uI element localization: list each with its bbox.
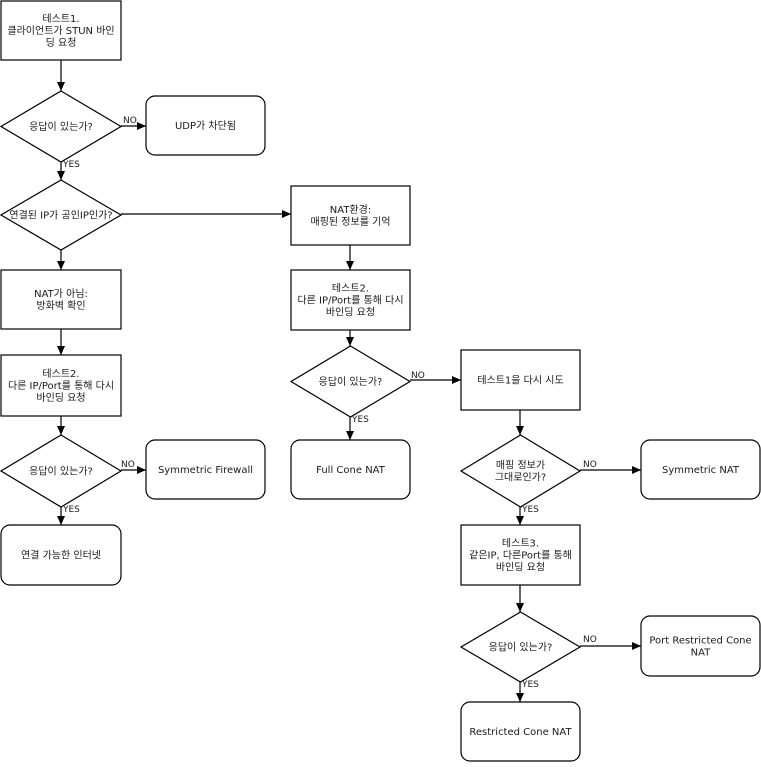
terminal-box — [640, 615, 761, 677]
node-text-line: 응답이 있는가? — [319, 376, 383, 388]
node-text-line: 테스트2. — [332, 283, 369, 295]
node-text-line: Port Restricted Cone — [649, 636, 751, 647]
node-publicip: 연결된 IP가 공인IP인가? — [0, 179, 123, 251]
node-text-line: 매핑 정보가 — [496, 460, 545, 472]
node-fullcone: Full Cone NAT — [290, 439, 411, 500]
node-udpblocked: UDP가 차단됨 — [145, 95, 266, 156]
node-natmapping: NAT환경:매핑된 정보를 기억 — [290, 185, 411, 246]
node-symfw: Symmetric Firewall — [145, 439, 266, 500]
node-resp1: 응답이 있는가? — [0, 90, 123, 163]
node-text-line: NAT환경: — [330, 203, 371, 216]
edge-label-yes: YES — [521, 680, 539, 690]
node-test1: 테스트1.클라이언트가 STUN 바인딩 요청 — [0, 0, 122, 61]
node-text-line: 방화벽 확인 — [36, 300, 85, 312]
decision-diamond — [0, 90, 123, 163]
node-notnat: NAT가 아님:방화벽 확인 — [0, 269, 122, 330]
terminal-box — [145, 95, 266, 156]
terminal-box — [460, 701, 581, 762]
node-text-line: UDP가 차단됨 — [175, 120, 236, 132]
process-box — [0, 269, 122, 330]
node-text-line: 매핑된 정보를 기억 — [311, 216, 391, 228]
node-text-line: NAT가 아님: — [34, 288, 88, 300]
decision-diamond — [289, 345, 412, 418]
edge-label-no: NO — [411, 371, 425, 381]
process-box — [0, 354, 122, 417]
node-text-line: 응답이 있는가? — [489, 642, 553, 654]
node-text-line: 테스트2. — [42, 368, 79, 380]
node-internet: 연결 가능한 인터넷 — [0, 524, 122, 586]
edge-label-no: NO — [583, 460, 597, 470]
edge-label-yes: YES — [62, 160, 80, 170]
process-box — [460, 349, 581, 411]
node-retest1: 테스트1을 다시 시도 — [460, 349, 581, 411]
node-text-line: 테스트1을 다시 시도 — [477, 375, 563, 387]
edge-label-no: NO — [121, 460, 135, 470]
terminal-box — [290, 439, 411, 500]
node-text-line: Restricted Cone NAT — [469, 727, 572, 738]
edge-label-no: NO — [583, 635, 597, 645]
node-text-line: 응답이 있는가? — [29, 121, 93, 133]
node-text-line: 연결된 IP가 공인IP인가? — [9, 210, 112, 222]
node-resp3: 응답이 있는가? — [459, 611, 582, 683]
terminal-box — [145, 439, 266, 500]
node-text-line: 바인딩 요청 — [496, 562, 545, 574]
node-text-line: 바인딩 요청 — [36, 392, 85, 404]
terminal-box — [640, 439, 761, 500]
edges-layer: NO YES NO YES NO YES NO YES NO YES — [57, 60, 641, 702]
node-text-line: 테스트1. — [42, 13, 79, 25]
process-box — [290, 185, 411, 246]
decision-diamond — [0, 434, 123, 508]
edge-label-yes: YES — [521, 505, 539, 515]
node-text-line: 테스트3. — [502, 538, 539, 550]
edge-label-yes: YES — [62, 505, 80, 515]
process-box — [0, 0, 122, 61]
node-text-line: Symmetric NAT — [662, 465, 740, 476]
edge-label-no: NO — [123, 116, 137, 126]
node-text-line: 다른 IP/Port를 통해 다시 — [8, 379, 114, 392]
node-text-line: Symmetric Firewall — [158, 465, 253, 476]
node-text-line: 딩 요청 — [46, 37, 77, 49]
process-box — [460, 524, 581, 586]
node-text-line: 같은IP, 다른Port를 통해 — [469, 549, 572, 562]
node-symnat: Symmetric NAT — [640, 439, 761, 500]
process-box — [290, 269, 411, 331]
node-resp2a: 응답이 있는가? — [0, 434, 123, 508]
node-text-line: 그대로인가? — [495, 472, 546, 484]
decision-diamond — [459, 611, 582, 683]
node-restricted: Restricted Cone NAT — [460, 701, 581, 762]
node-text-line: 클라이언트가 STUN 바인 — [7, 25, 114, 37]
node-text-line: Full Cone NAT — [316, 465, 386, 476]
node-resp2b: 응답이 있는가? — [289, 345, 412, 418]
node-text-line: 응답이 있는가? — [29, 466, 93, 478]
node-text-line: 다른 IP/Port를 통해 다시 — [297, 294, 403, 307]
edge-label-yes: YES — [351, 415, 369, 425]
node-text-line: NAT — [691, 648, 712, 659]
decision-diamond — [459, 434, 582, 508]
node-text-line: 연결 가능한 인터넷 — [21, 550, 101, 562]
decision-diamond — [0, 179, 123, 251]
node-text-line: 바인딩 요청 — [326, 307, 375, 319]
terminal-box — [0, 524, 122, 586]
